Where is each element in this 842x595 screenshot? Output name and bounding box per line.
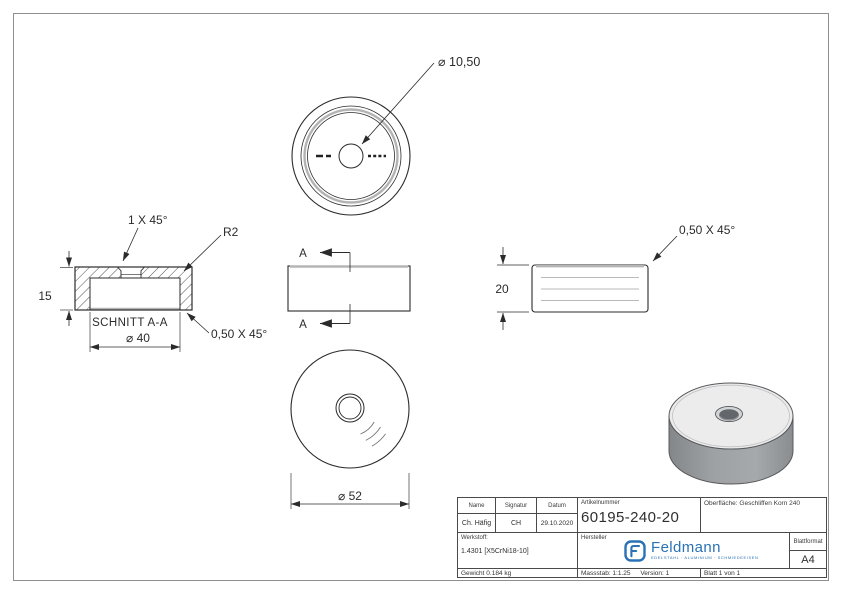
gewicht-cell: Gewicht 0.184 kg bbox=[458, 569, 578, 577]
feldmann-logo-icon bbox=[624, 540, 646, 562]
massstab-cell: Massstab: 1:1.25 Version: 1 bbox=[578, 569, 701, 577]
bottom-view: ⌀ 52 bbox=[290, 349, 410, 509]
side-view: A A bbox=[287, 248, 411, 331]
werkstoff-label: Werkstoff: bbox=[461, 535, 488, 541]
version-value: Version: 1 bbox=[640, 570, 670, 577]
logo-tagline: EDELSTAHL · ALUMINIUM · SCHMIEDEEISEN bbox=[651, 555, 759, 560]
massstab-value: Massstab: 1:1.25 bbox=[581, 570, 631, 577]
right-view: 20 0,50 X 45° bbox=[495, 223, 735, 330]
oberflaeche-cell: Oberfläche: Geschliffen Korn 240 bbox=[701, 498, 826, 533]
hersteller-cell: Hersteller Feldmann EDELSTAHL · ALUMINIU… bbox=[578, 533, 790, 569]
right-chamfer-label: 0,50 X 45° bbox=[679, 223, 735, 237]
werkstoff-cell: Werkstoff: 1.4301 [X5CrNi18-10] bbox=[458, 533, 578, 569]
dim-dia-40 bbox=[89, 312, 181, 352]
leader-chamfer-top bbox=[122, 227, 139, 262]
artikelnummer-label: Artikelnummer bbox=[581, 500, 620, 506]
artikelnummer-value: 60195-240-20 bbox=[581, 509, 680, 526]
leader-r2 bbox=[183, 234, 222, 272]
leader-chamfer-bottom bbox=[186, 312, 210, 334]
blatt-cell: Blatt 1 von 1 bbox=[704, 570, 741, 577]
signatur-header: Signatur bbox=[496, 498, 537, 514]
werkstoff-value: 1.4301 [X5CrNi18-10] bbox=[461, 548, 529, 555]
datum-value: 29.10.2020 bbox=[537, 514, 578, 533]
part-3d-render bbox=[668, 382, 794, 485]
blattformat-label: Blattformat bbox=[790, 533, 826, 551]
dim-height-15 bbox=[60, 251, 73, 326]
top-view: ⌀ 10,50 bbox=[291, 55, 480, 216]
hole-3d bbox=[719, 409, 739, 421]
section-letter-bottom: A bbox=[299, 319, 307, 331]
surface-arcs bbox=[360, 421, 386, 447]
name-header: Name bbox=[458, 498, 496, 514]
chamfer-bottom-label: 0,50 X 45° bbox=[211, 327, 267, 341]
name-value: Ch. Häfig bbox=[458, 514, 496, 533]
sheet-border bbox=[13, 13, 829, 581]
dim-height-20 bbox=[497, 247, 529, 330]
signatur-value: CH bbox=[496, 514, 537, 533]
chamfer-top-label: 1 X 45° bbox=[128, 213, 168, 227]
section-view: 15 1 X 45° R2 SCHNITT A-A ⌀ 40 0,50 X 45… bbox=[38, 213, 267, 352]
artikelnummer-cell: Artikelnummer 60195-240-20 bbox=[578, 498, 701, 533]
feldmann-logo: Feldmann EDELSTAHL · ALUMINIUM · SCHMIED… bbox=[624, 540, 759, 562]
inner-dia-label: ⌀ 40 bbox=[126, 331, 150, 345]
radius-label: R2 bbox=[223, 225, 239, 239]
hole-dia-label: ⌀ 10,50 bbox=[438, 55, 480, 69]
dim-dia-52 bbox=[290, 473, 410, 509]
section-letter-top: A bbox=[299, 248, 307, 260]
dim-20-label: 20 bbox=[495, 282, 509, 296]
title-block: Name Signatur Datum Ch. Häfig CH 29.10.2… bbox=[457, 497, 827, 578]
hole-notch bbox=[117, 267, 145, 278]
section-title: SCHNITT A-A bbox=[92, 317, 168, 329]
dim-15-label: 15 bbox=[38, 289, 52, 303]
blattformat-value: A4 bbox=[790, 551, 826, 569]
hersteller-label: Hersteller bbox=[581, 535, 607, 541]
leader-chamfer-right bbox=[652, 235, 678, 262]
logo-text: Feldmann bbox=[651, 539, 721, 556]
leader-hole-dia bbox=[361, 62, 435, 145]
outer-dia-label: ⌀ 52 bbox=[338, 489, 362, 503]
datum-header: Datum bbox=[537, 498, 578, 514]
